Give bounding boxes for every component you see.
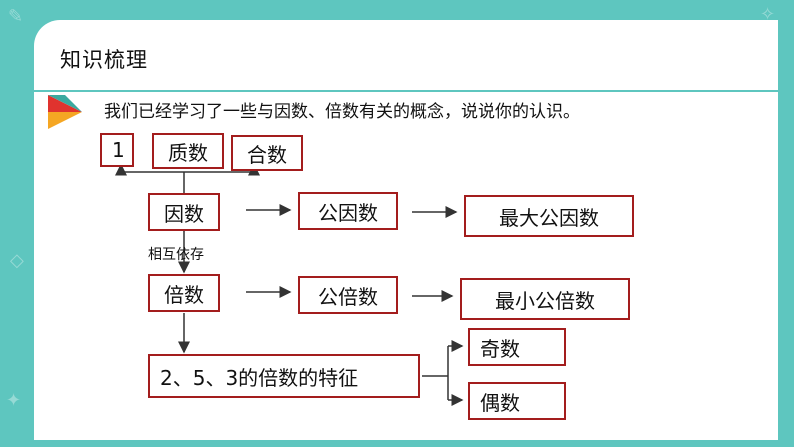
node-common-multiple: 公倍数 (298, 276, 398, 314)
decoration-doodle: ✦ (6, 390, 22, 411)
decoration-doodle: ✎ (8, 6, 24, 27)
node-greatest-common-factor: 最大公因数 (464, 195, 634, 237)
intro-prompt: 我们已经学习了一些与因数、倍数有关的概念，说说你的认识。 (104, 102, 580, 122)
node-multiple: 倍数 (148, 274, 220, 312)
node-common-factor: 公因数 (298, 192, 398, 230)
decoration-doodle: ◇ (10, 250, 24, 271)
relation-label: 相互依存 (148, 247, 204, 263)
triangle-bullet-icon (48, 95, 82, 129)
node-divisibility-features: 2、5、3的倍数的特征 (148, 354, 420, 398)
node-least-common-multiple: 最小公倍数 (460, 278, 630, 320)
header-divider (34, 90, 778, 92)
node-one: 1 (100, 133, 134, 167)
page-title: 知识梳理 (60, 48, 148, 72)
node-factor: 因数 (148, 193, 220, 231)
decoration-doodle: ✧ (760, 4, 776, 25)
content-panel: 知识梳理 我们已经学习了一些与因数、倍数有关的概念，说说你的认识。 (34, 20, 778, 440)
node-odd: 奇数 (468, 328, 566, 366)
node-prime: 质数 (152, 133, 224, 169)
node-even: 偶数 (468, 382, 566, 420)
node-composite: 合数 (231, 135, 303, 171)
